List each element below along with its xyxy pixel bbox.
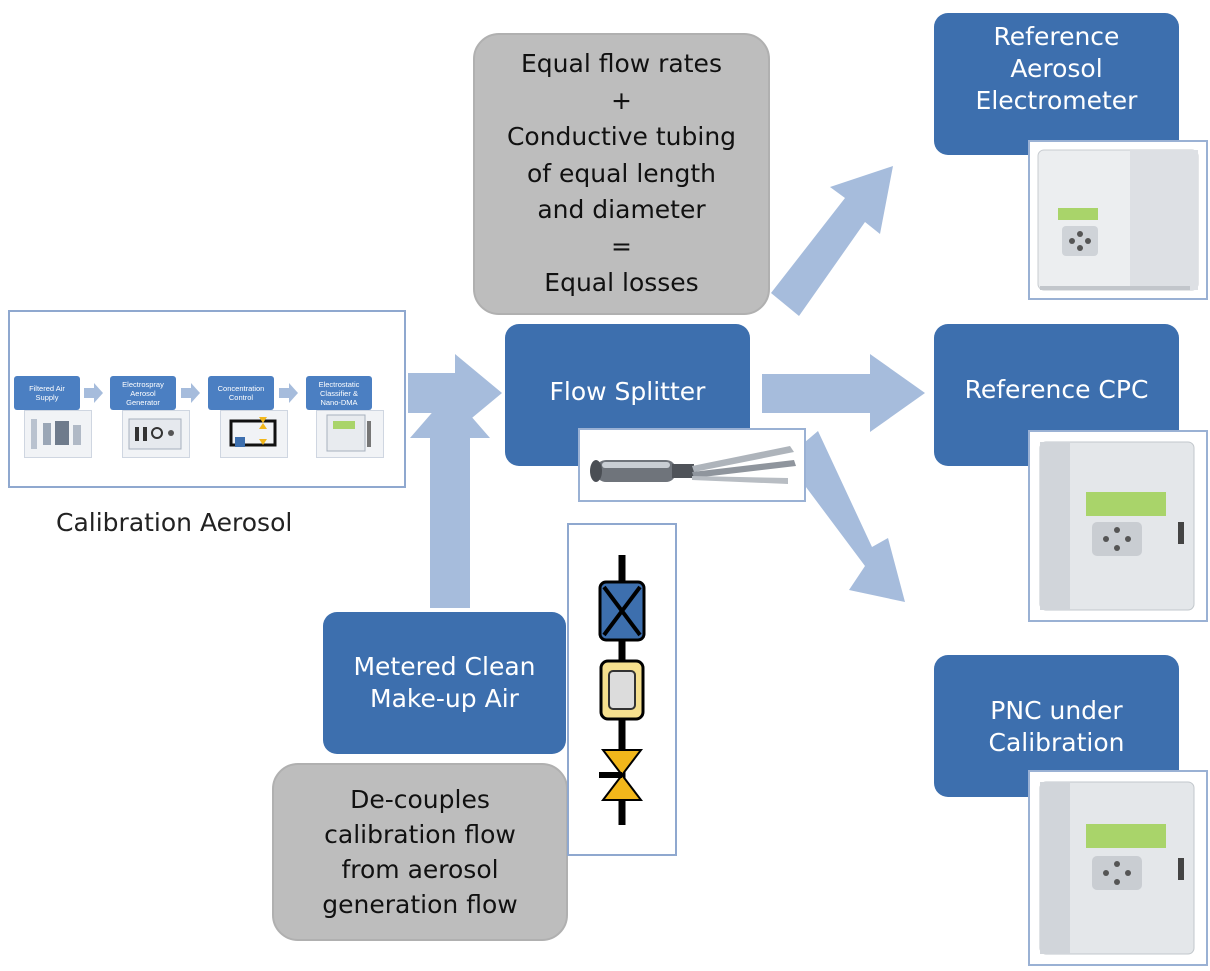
arrow-splitter-to-pnc xyxy=(785,431,905,602)
flow-splitter-image xyxy=(578,428,806,502)
electrospray-generator-image xyxy=(122,410,190,458)
arrow-makeup-air-up xyxy=(410,392,490,608)
arrow-splitter-to-electrometer xyxy=(771,166,893,316)
reference-cpc-image xyxy=(1028,430,1208,622)
equal-flow-note: Equal flow rates + Conductive tubing of … xyxy=(473,33,770,315)
reference-cpc-label: Reference CPC xyxy=(964,375,1149,404)
flow-splitter-label: Flow Splitter xyxy=(549,377,706,406)
classifier-image xyxy=(316,410,384,458)
filter-icon xyxy=(599,659,645,721)
arrow-aerosol-to-splitter xyxy=(408,354,502,432)
metered-clean-makeup-air-box: Metered Clean Make-up Air xyxy=(323,612,566,754)
concentration-control-image xyxy=(220,410,288,458)
electrometer-image xyxy=(1028,140,1208,300)
calibration-aerosol-caption: Calibration Aerosol xyxy=(56,508,293,537)
pnc-image xyxy=(1028,770,1208,966)
decouples-note: De-couples calibration flow from aerosol… xyxy=(272,763,568,941)
filtered-air-supply-image xyxy=(24,410,92,458)
needle-valve-icon xyxy=(599,749,644,801)
arrow-splitter-to-cpc xyxy=(762,354,925,432)
makeup-air-schematic xyxy=(567,523,677,856)
x-valve-icon xyxy=(598,580,646,642)
reference-aerosol-electrometer-box: Reference Aerosol Electrometer xyxy=(934,13,1179,155)
